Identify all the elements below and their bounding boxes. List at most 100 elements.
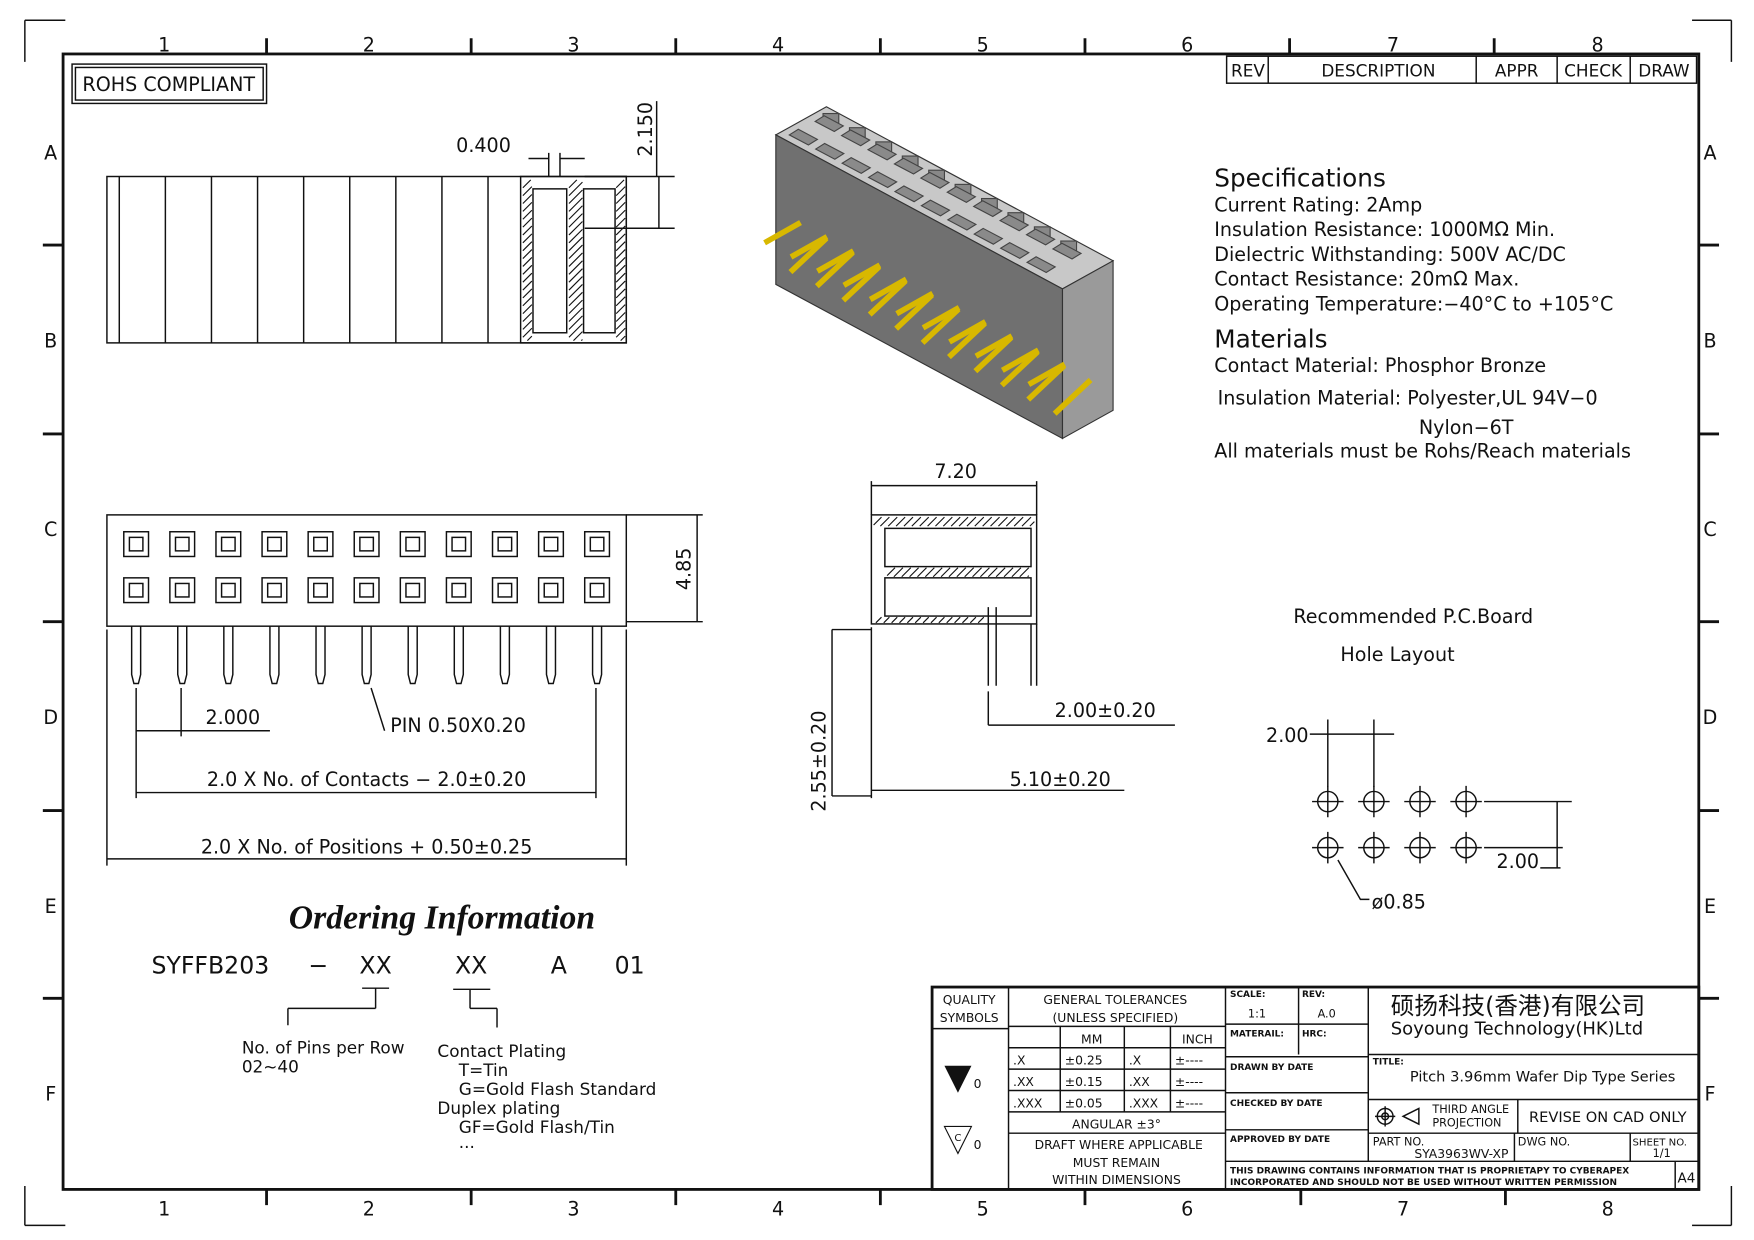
hatch-line xyxy=(568,252,583,267)
hatch-line xyxy=(911,516,922,527)
hatch-line xyxy=(987,567,998,578)
contact-cavity-inner xyxy=(266,582,282,598)
contact-grid xyxy=(123,531,611,685)
hatch-line xyxy=(568,236,583,252)
hatch-line xyxy=(568,213,583,228)
hatch-line xyxy=(883,616,890,624)
hatch-line xyxy=(998,516,1008,527)
tolerance-cell: .X xyxy=(1129,1054,1142,1068)
hrc-label: HRC: xyxy=(1302,1030,1327,1040)
cavity xyxy=(840,129,871,147)
zone-letter: F xyxy=(45,1083,56,1106)
hole-crosshair xyxy=(1312,831,1344,864)
hatch-line xyxy=(873,516,882,526)
spec-line: Current Rating: 2Amp xyxy=(1214,193,1422,216)
general-tolerances-label: GENERAL TOLERANCES xyxy=(1043,993,1187,1007)
gold-pin xyxy=(921,305,961,331)
hatch-line xyxy=(522,225,533,236)
draft-note: DRAFT WHERE APPLICABLE xyxy=(1035,1138,1203,1152)
hatch-line xyxy=(899,616,906,624)
contact-cavity-inner xyxy=(497,582,513,598)
tolerance-cell: ±---- xyxy=(1175,1096,1203,1110)
zone-number: 4 xyxy=(772,34,784,57)
specs-title: Specifications xyxy=(1214,164,1386,193)
hatch-line xyxy=(615,257,626,267)
hatch-line xyxy=(522,186,533,197)
contact-cavity xyxy=(583,531,611,558)
dim-2150: 2.150 xyxy=(634,102,657,157)
hatch-line xyxy=(1003,567,1014,578)
hole-crosshair xyxy=(1358,785,1390,818)
hatch-line xyxy=(522,288,533,299)
pcb-title: Recommended P.C.Board xyxy=(1293,605,1533,628)
hole-crosshair xyxy=(1312,785,1344,818)
hatch-line xyxy=(615,320,626,330)
zone-number: 7 xyxy=(1387,34,1399,57)
pin xyxy=(591,626,603,685)
appr-header: APPR xyxy=(1495,60,1539,80)
contact-cavity-inner xyxy=(266,536,282,552)
hatch-line xyxy=(568,260,583,275)
zone-letter: C xyxy=(1703,518,1716,541)
hatch-line xyxy=(568,189,583,204)
hatch-line xyxy=(522,201,533,212)
hole-crosshair xyxy=(1404,785,1436,818)
quality-label: QUALITY xyxy=(943,993,996,1007)
hatch-line xyxy=(615,179,625,189)
contact-cavity-inner xyxy=(405,582,421,598)
rev-header: REV xyxy=(1231,60,1265,80)
cavity xyxy=(841,156,872,175)
pin xyxy=(545,626,557,685)
hatch-line xyxy=(620,335,626,342)
hatch-line xyxy=(615,264,626,275)
hatch-line xyxy=(895,516,906,527)
zone-number: 3 xyxy=(567,34,579,57)
part-code-base: SYFFB203 xyxy=(151,952,269,980)
proprietary-notice: THIS DRAWING CONTAINS INFORMATION THAT I… xyxy=(1230,1167,1629,1177)
hatch-line xyxy=(1021,516,1032,527)
hatch-line xyxy=(938,616,945,624)
hatch-line xyxy=(522,320,533,330)
hatch-line xyxy=(568,221,583,236)
hatch-line xyxy=(615,272,626,283)
contact-cavity xyxy=(399,577,426,604)
material-line: Contact Material: Phosphor Bronze xyxy=(1214,354,1546,377)
contact-cavity xyxy=(215,577,242,604)
cavity xyxy=(788,128,819,146)
hatch-line xyxy=(922,616,930,624)
hatch-line xyxy=(615,304,626,315)
check-header: CHECK xyxy=(1564,60,1623,80)
sheet-no-value: 1/1 xyxy=(1653,1147,1671,1160)
zone-letter: F xyxy=(1705,1083,1716,1106)
draft-note: WITHIN DIMENSIONS xyxy=(1052,1173,1181,1187)
hatch-line xyxy=(615,209,626,220)
hatch-line xyxy=(568,276,583,291)
plating-line: Duplex plating xyxy=(437,1098,560,1118)
sheet-frame xyxy=(24,19,1733,1227)
hatch-line xyxy=(522,179,532,189)
zone-number: 3 xyxy=(567,1197,579,1220)
pcb-hole-layout: Recommended P.C.Board Hole Layout 2.00 2… xyxy=(1266,605,1572,913)
hole-crosshair xyxy=(1450,785,1482,818)
hatch-line xyxy=(568,323,583,338)
hatch-line xyxy=(615,249,626,259)
cavity xyxy=(893,185,925,203)
hatch-line xyxy=(522,249,533,259)
cavity xyxy=(1051,242,1083,260)
cavity xyxy=(1025,256,1057,274)
part-code-pins: XX xyxy=(359,952,391,980)
dim-255: 2.55±0.20 xyxy=(807,711,830,812)
dim-positions: 2.0 X No. of Positions + 0.50±0.25 xyxy=(201,835,533,858)
part-code-plating: XX xyxy=(455,952,487,980)
hatch-line xyxy=(522,296,533,307)
pin xyxy=(269,626,280,685)
contact-cavity xyxy=(537,577,565,604)
draft-note: MUST REMAIN xyxy=(1073,1156,1160,1170)
zone-letter: B xyxy=(1703,329,1716,352)
hatch-line xyxy=(568,197,583,212)
contact-cavity xyxy=(399,531,426,558)
dwg-no-label: DWG NO. xyxy=(1518,1136,1570,1149)
zone-number: 8 xyxy=(1602,1197,1614,1220)
sheet-no-label: SHEET NO. xyxy=(1632,1138,1687,1149)
zone-number: 8 xyxy=(1592,34,1604,57)
